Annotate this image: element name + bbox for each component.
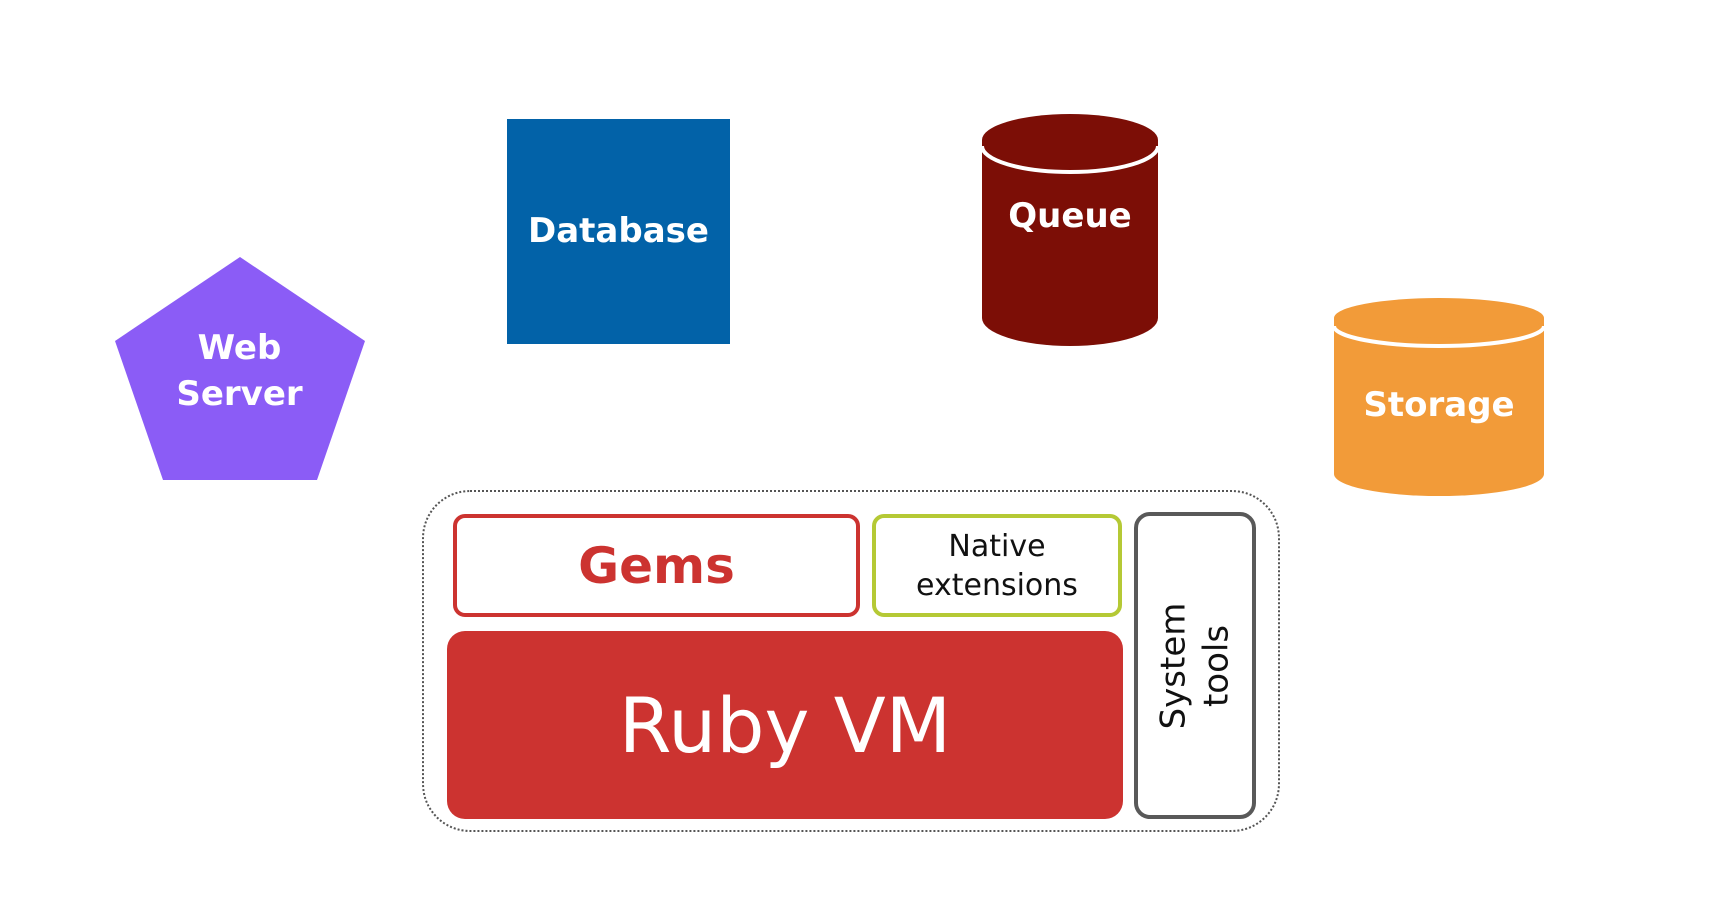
database-label: Database xyxy=(528,210,709,251)
web-server-node: Web Server xyxy=(112,255,367,485)
gems-box: Gems xyxy=(453,514,860,617)
ruby-vm-box: Ruby VM xyxy=(447,631,1123,819)
web-server-label-line2: Server xyxy=(176,374,303,414)
system-tools-label: System tools xyxy=(1153,602,1238,729)
queue-label: Queue xyxy=(1008,196,1132,237)
database-node: Database xyxy=(507,119,730,344)
storage-node: Storage xyxy=(1332,296,1546,498)
system-tools-label-line2: tools xyxy=(1196,624,1236,707)
queue-node: Queue xyxy=(980,112,1160,350)
ruby-vm-label: Ruby VM xyxy=(618,680,952,770)
web-server-label: Web Server xyxy=(112,317,367,427)
native-extensions-label-line2: extensions xyxy=(916,567,1078,603)
gems-label: Gems xyxy=(578,536,735,595)
system-tools-label-line1: System xyxy=(1153,602,1194,729)
runtime-container xyxy=(422,490,1280,832)
native-extensions-box: Native extensions xyxy=(872,514,1122,617)
native-extensions-label-line1: Native xyxy=(948,528,1046,564)
cylinder-shape xyxy=(1332,298,1546,496)
system-tools-box: System tools xyxy=(1134,512,1256,819)
cylinder-shape xyxy=(980,114,1160,346)
web-server-label-line1: Web xyxy=(197,328,282,369)
storage-label: Storage xyxy=(1363,385,1515,426)
pentagon-shape xyxy=(115,257,365,480)
